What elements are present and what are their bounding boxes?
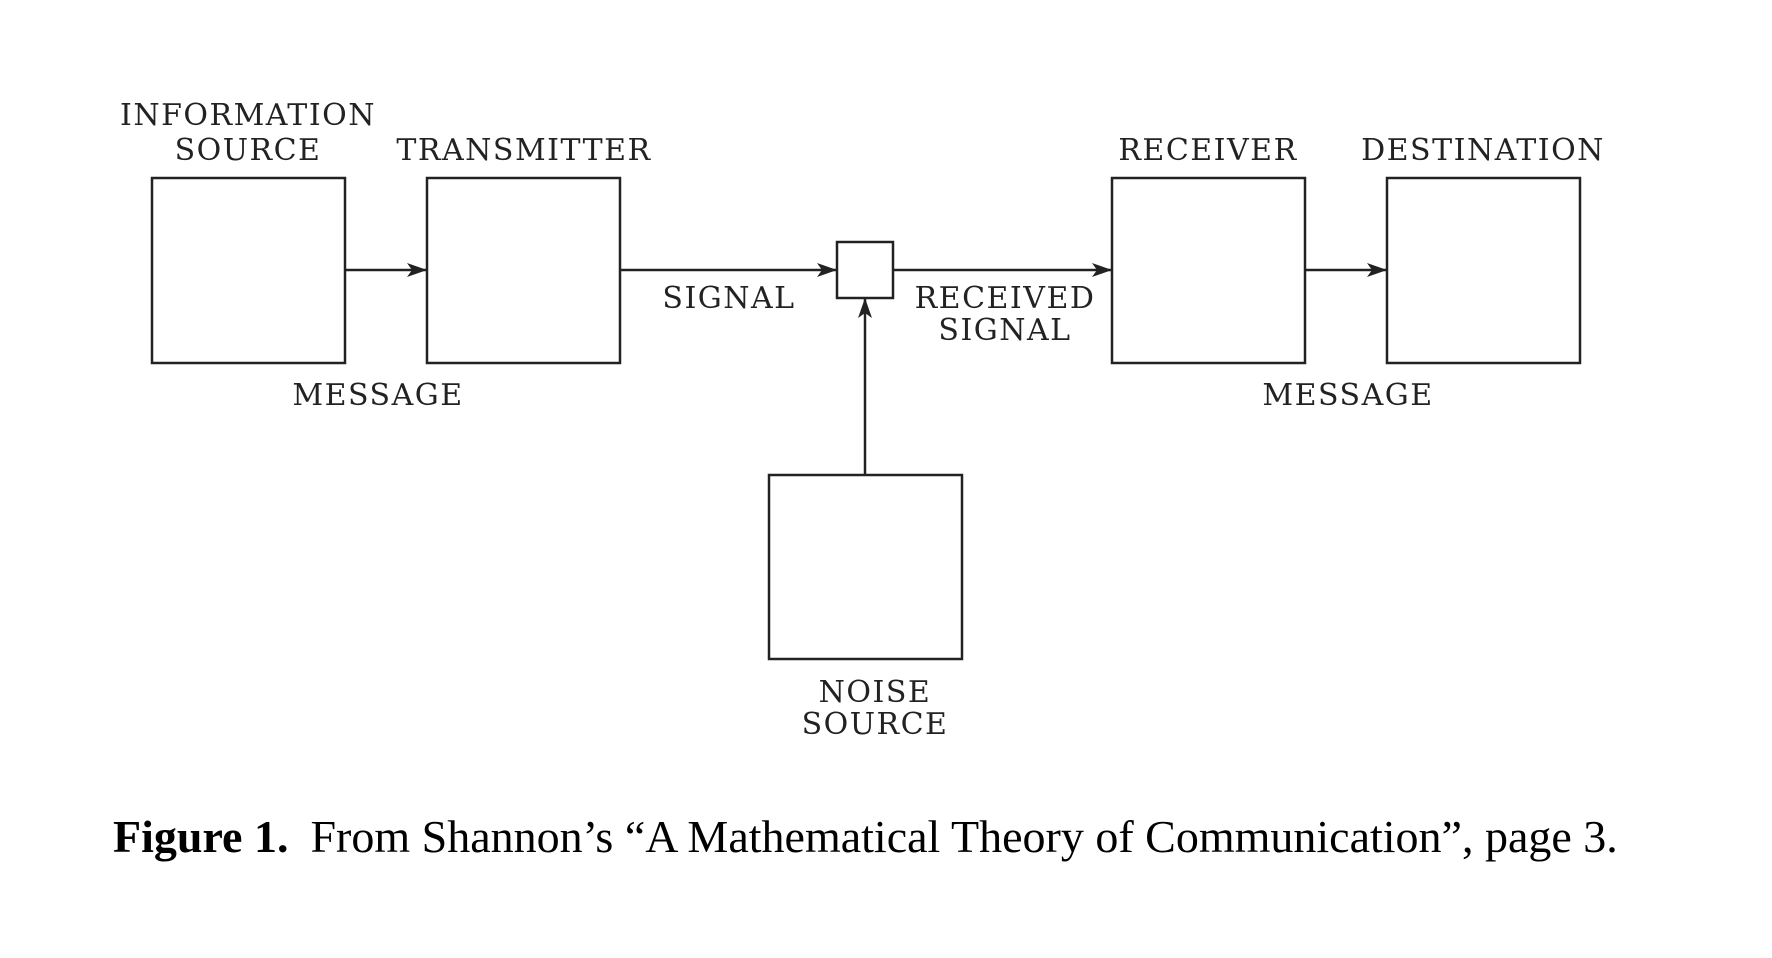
figure-number: Figure 1.: [113, 811, 289, 862]
transmitter-box: [425, 176, 622, 365]
destination-label: DESTINATION: [1361, 133, 1605, 168]
received-signal-label-line1: RECEIVED: [915, 281, 1096, 316]
information-source-label-line2: SOURCE: [175, 133, 322, 168]
message-label-right: MESSAGE: [1262, 378, 1433, 413]
message-label-left: MESSAGE: [292, 378, 463, 413]
noise-source-label-line2: SOURCE: [802, 707, 949, 742]
transmitter-label: TRANSMITTER: [396, 133, 651, 168]
information-source-label-line1: INFORMATION: [120, 98, 376, 133]
figure-caption: Figure 1. From Shannon’s “A Mathematical …: [113, 810, 1618, 863]
figure-caption-text: From Shannon’s “A Mathematical Theory of…: [310, 811, 1618, 862]
signal-label: SIGNAL: [662, 281, 795, 316]
receiver-box: [1110, 176, 1307, 365]
received-signal-label-line2: SIGNAL: [938, 313, 1071, 348]
noise-mixing-point: [835, 240, 895, 300]
noise-source-label-line1: NOISE: [819, 675, 932, 710]
noise-source-box: [767, 473, 964, 661]
destination-box: [1385, 176, 1582, 365]
information-source-box: [150, 176, 347, 365]
receiver-label: RECEIVER: [1118, 133, 1297, 168]
